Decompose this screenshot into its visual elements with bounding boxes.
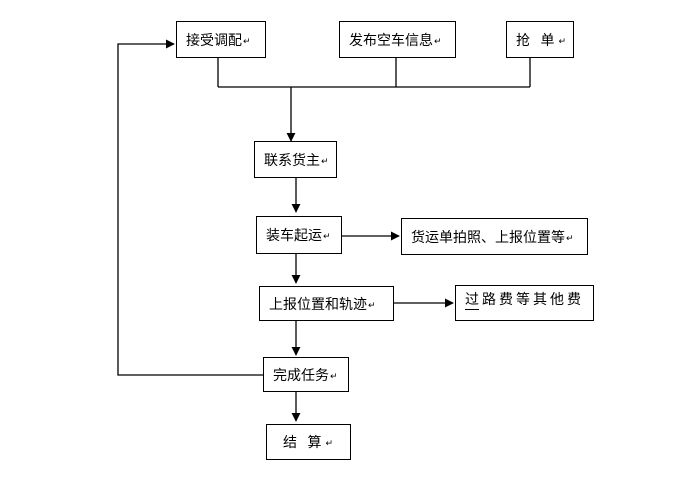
return-mark: ↵ [566,233,574,244]
node-label: 货运单拍照、上报位置等 [411,229,565,246]
return-mark: ↵ [434,36,442,47]
node-complete-task: 完成任务↵ [263,357,349,392]
return-mark: ↵ [321,156,329,167]
return-mark: ↵ [558,36,566,47]
node-label: 装车起运 [266,228,322,244]
node-label: 结 算 [283,435,325,451]
node-photo-report: 货运单拍照、上报位置等↵ [401,218,588,255]
node-label: 接受调配 [186,32,242,49]
return-mark: ↵ [368,300,376,311]
node-label: 发布空车信息 [349,32,433,49]
node-other-fees: 过路费等其他费 [455,285,594,321]
node-report-track: 上报位置和轨迹↵ [259,286,394,321]
arrow-complete-loop-to-accept [117,39,263,376]
return-mark: ↵ [243,36,251,47]
node-label: 上报位置和轨迹 [269,296,367,313]
node-label: 完成任务 [273,367,329,384]
return-mark: ↵ [330,371,338,382]
node-contact-shipper: 联系货主↵ [254,141,337,178]
node-accept-dispatch: 接受调配↵ [176,21,266,58]
node-publish-empty-truck: 发布空车信息↵ [339,21,456,58]
return-mark: ↵ [323,232,331,242]
wrapped-text-fragment [465,309,479,312]
node-load-depart: 装车起运↵ [256,216,342,254]
node-label: 抢 单 [516,32,558,49]
return-mark: ↵ [325,439,333,449]
node-label: 联系货主 [264,152,320,169]
node-settle: 结 算↵ [266,424,351,460]
node-grab-order: 抢 单↵ [506,21,574,58]
node-label: 过路费等其他费 [465,292,584,308]
